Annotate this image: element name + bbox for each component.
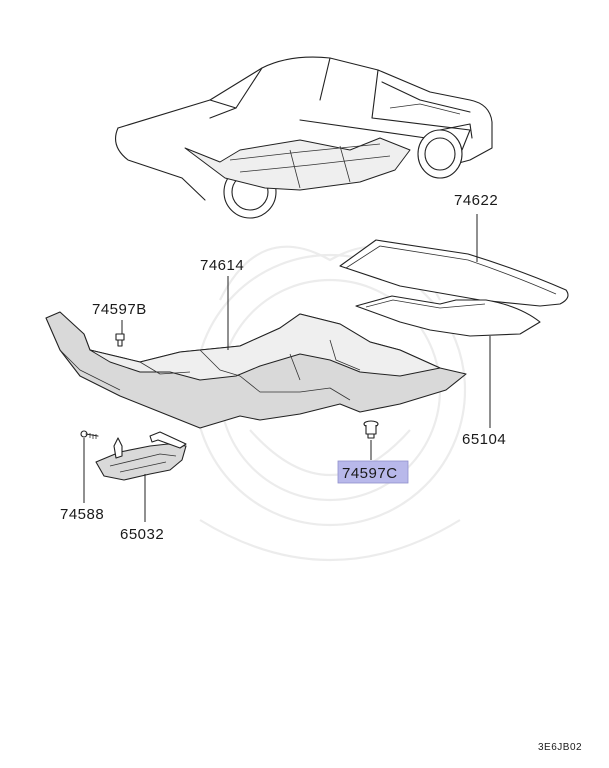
car-body-illustration xyxy=(115,56,493,219)
trunk-side-mat-65104 xyxy=(355,295,541,337)
screw-74588 xyxy=(80,430,99,439)
trunk-floor-mat-74622 xyxy=(339,239,569,307)
part-label-65104[interactable]: 65104 xyxy=(462,431,506,448)
foot-rest-65032 xyxy=(95,431,187,481)
part-label-74597b[interactable]: 74597B xyxy=(92,301,147,318)
floor-carpet-74614 xyxy=(45,311,467,429)
part-label-74614[interactable]: 74614 xyxy=(200,257,244,274)
part-label-65032[interactable]: 65032 xyxy=(120,526,164,543)
part-label-74622[interactable]: 74622 xyxy=(454,192,498,209)
part-label-74597c[interactable]: 74597C xyxy=(342,465,398,482)
clip-74597b xyxy=(115,333,125,347)
highlight-box xyxy=(337,460,409,484)
diagram-code: 3E6JB02 xyxy=(538,742,582,753)
part-label-74588[interactable]: 74588 xyxy=(60,506,104,523)
clip-74597c xyxy=(363,420,379,439)
